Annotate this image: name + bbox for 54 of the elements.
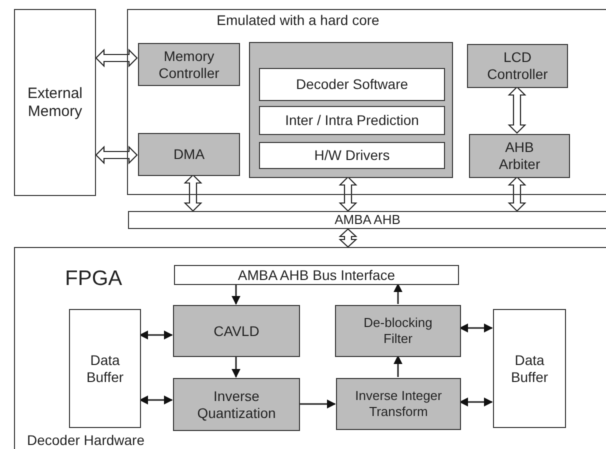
double-arrow	[184, 174, 202, 212]
process-box	[173, 378, 300, 431]
arrow	[394, 283, 402, 304]
process-box	[259, 68, 445, 101]
bus-bar	[128, 211, 606, 229]
core-region	[127, 9, 606, 195]
double-arrow	[338, 228, 358, 248]
region-title: FPGA	[65, 266, 124, 292]
memory-box	[14, 9, 96, 196]
fpga-region	[14, 247, 606, 449]
box-label: De-blocking Filter	[362, 315, 434, 347]
double-arrow	[338, 176, 358, 212]
arrow	[232, 356, 240, 378]
process-box	[469, 134, 570, 178]
process-box	[335, 305, 461, 357]
box-label: LCD Controller	[486, 49, 549, 83]
region-label: Decoder Hardware	[27, 432, 146, 449]
process-box	[173, 305, 300, 357]
box-label: External Memory	[26, 84, 84, 120]
processor-box	[249, 42, 453, 178]
buffer-box	[69, 309, 141, 428]
process-box	[259, 142, 445, 169]
double-arrow	[95, 146, 138, 164]
box-label: AHB Arbiter	[498, 139, 542, 173]
box-label: Inverse Quantization	[196, 388, 277, 422]
process-box	[336, 378, 461, 430]
box-label: Decoder Software	[294, 76, 410, 93]
process-box	[467, 44, 568, 88]
arrow	[394, 355, 402, 377]
box-label: Memory Controller	[158, 48, 220, 82]
box-label: CAVLD	[212, 322, 260, 340]
arrow	[299, 400, 336, 408]
double-arrow	[95, 48, 138, 68]
box-label: Inter / Intra Prediction	[284, 112, 420, 129]
process-box	[138, 43, 240, 86]
double-arrow	[508, 86, 526, 134]
arrow	[459, 398, 493, 406]
buffer-box	[493, 309, 566, 428]
arrow	[459, 324, 493, 332]
box-label: Inverse Integer Transform	[354, 388, 443, 420]
process-box	[138, 133, 240, 176]
box-label: AMBA AHB	[334, 212, 402, 228]
region-title: Emulated with a hard core	[216, 12, 380, 29]
arrow	[232, 284, 240, 305]
arrow	[139, 396, 173, 404]
process-box	[259, 106, 445, 135]
box-label: DMA	[172, 146, 206, 163]
arrow	[139, 330, 173, 340]
double-arrow	[508, 176, 526, 212]
box-label: AMBA AHB Bus Interface	[236, 266, 396, 284]
bus-interface-box	[174, 265, 459, 285]
box-label: Data Buffer	[85, 352, 125, 386]
box-label: H/W Drivers	[313, 147, 391, 164]
box-label: Data Buffer	[510, 352, 550, 386]
